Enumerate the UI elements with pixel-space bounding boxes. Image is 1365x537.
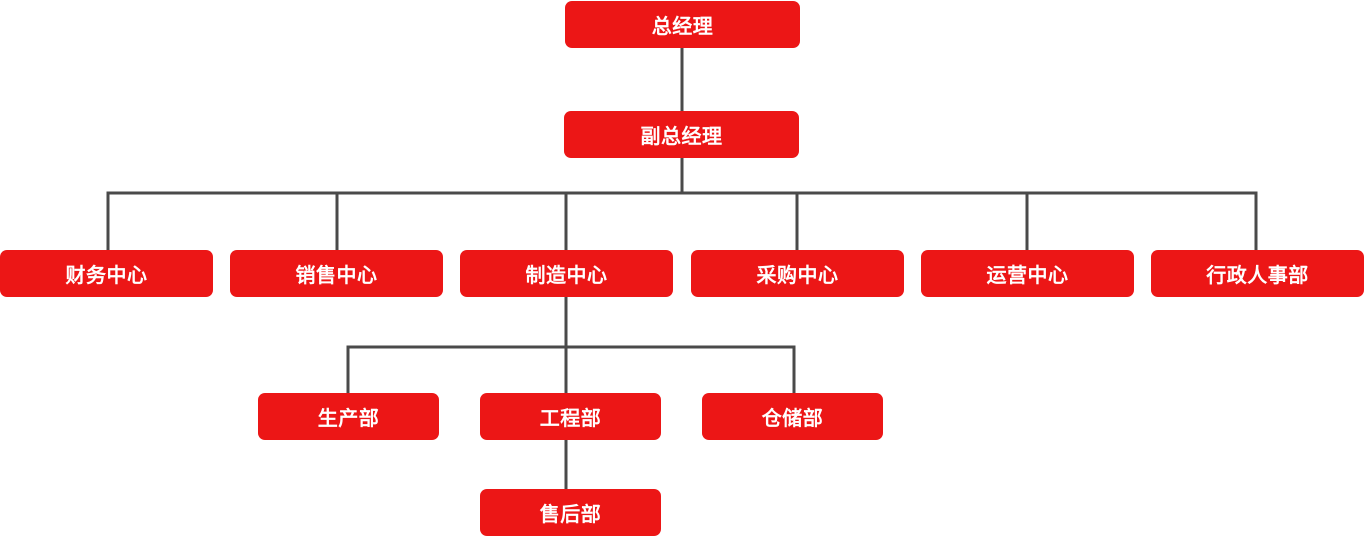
node-label: 采购中心 [756, 263, 839, 287]
node-label: 制造中心 [525, 263, 608, 287]
node-general-manager[interactable]: 总经理 [565, 1, 800, 48]
node-label: 财务中心 [65, 263, 148, 287]
node-label: 仓储部 [761, 406, 824, 430]
node-label: 行政人事部 [1206, 263, 1309, 287]
node-label: 售后部 [539, 502, 602, 526]
node-label: 运营中心 [986, 263, 1069, 287]
node-warehouse-department[interactable]: 仓储部 [702, 393, 883, 440]
node-production-department[interactable]: 生产部 [258, 393, 439, 440]
node-admin-hr-department[interactable]: 行政人事部 [1151, 250, 1364, 297]
node-purchasing-center[interactable]: 采购中心 [691, 250, 904, 297]
node-finance-center[interactable]: 财务中心 [0, 250, 213, 297]
node-operations-center[interactable]: 运营中心 [921, 250, 1134, 297]
node-engineering-department[interactable]: 工程部 [480, 393, 661, 440]
node-label: 销售中心 [295, 263, 378, 287]
node-sales-center[interactable]: 销售中心 [230, 250, 443, 297]
node-manufacturing-center[interactable]: 制造中心 [460, 250, 673, 297]
node-label: 工程部 [539, 406, 602, 430]
node-after-sales-department[interactable]: 售后部 [480, 489, 661, 536]
node-label: 副总经理 [640, 124, 723, 148]
node-label: 总经理 [651, 14, 714, 38]
node-deputy-general-manager[interactable]: 副总经理 [564, 111, 799, 158]
node-label: 生产部 [317, 406, 380, 430]
